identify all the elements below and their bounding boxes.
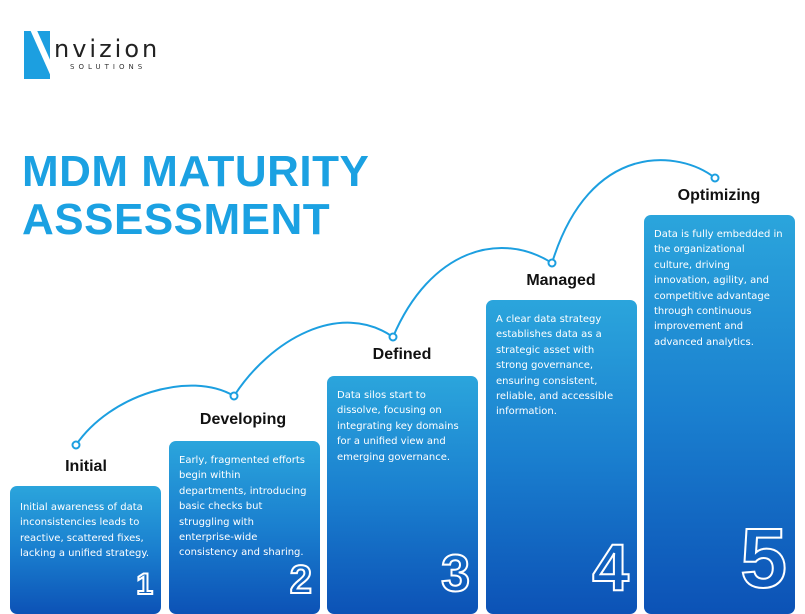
stage-description: Data silos start to dissolve, focusing o… [337,390,459,463]
stage-label-initial: Initial [65,458,107,475]
stage-label-optimizing: Optimizing [677,187,761,204]
stage-description: Data is fully embedded in the organizati… [654,229,783,348]
stage-card-developing: Early, fragmented efforts begin within d… [169,441,320,614]
logo-wordmark: nvizion [54,35,161,63]
stage-number: 2 [289,558,313,602]
stage-dot-2 [229,391,239,401]
stage-card-initial: Initial awareness of data inconsistencie… [10,486,161,614]
stage-label-managed: Managed [526,272,596,289]
stage-number: 4 [591,530,630,604]
stage-label-developing: Developing [199,411,287,428]
stage-number: 3 [440,545,471,603]
page-title: MDM MATURITY ASSESSMENT [22,148,369,244]
stage-number: 1 [135,568,154,601]
stage-card-managed: A clear data strategy establishes data a… [486,300,637,614]
stage-dot-5 [710,173,720,183]
stage-card-optimizing: Data is fully embedded in the organizati… [644,215,795,614]
stage-dot-3 [388,332,398,342]
title-line-1: MDM MATURITY [22,147,370,196]
stage-description: Initial awareness of data inconsistencie… [20,502,150,560]
stage-dot-4 [547,258,557,268]
stage-label-defined: Defined [372,346,432,363]
title-line-2: ASSESSMENT [22,195,331,244]
stage-number: 5 [739,511,788,605]
stage-description: A clear data strategy establishes data a… [496,314,614,418]
logo-mark-icon [24,31,50,79]
stage-description: Early, fragmented efforts begin within d… [179,455,307,559]
stage-card-defined: Data silos start to dissolve, focusing o… [327,376,478,614]
curve-path [75,159,716,446]
logo-subtitle: SOLUTIONS [70,63,147,71]
company-logo: nvizion SOLUTIONS [24,31,184,81]
stage-dot-1 [71,440,81,450]
